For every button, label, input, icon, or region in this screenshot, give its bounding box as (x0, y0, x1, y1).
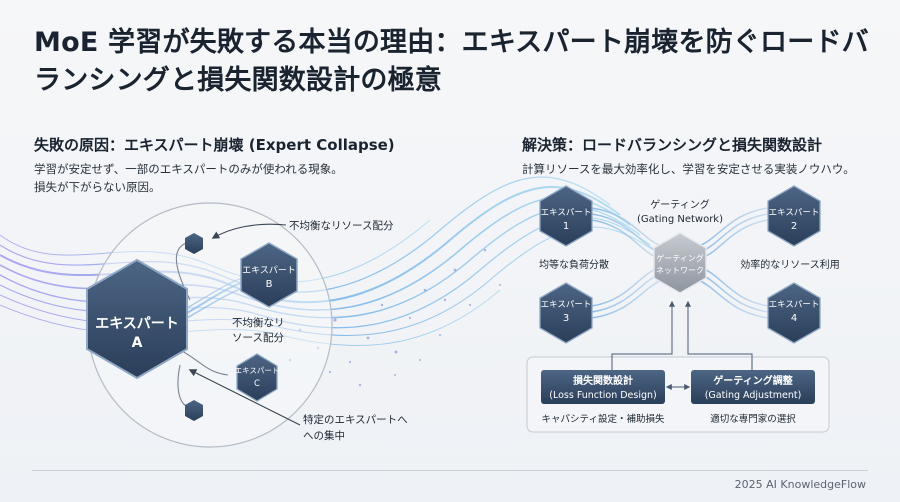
gating-adj-label-1: ゲーティング調整 (713, 374, 792, 387)
left-desc-line1: 学習が安定せず、一部のエキスパートのみが使われる現象。 (34, 162, 343, 176)
loss-box-label-2: (Loss Function Design) (549, 390, 657, 401)
expert-3-label-1: エキスパート (541, 300, 592, 310)
expert-c-label-1: エキスパート (235, 366, 280, 375)
idle-expert-top (185, 233, 203, 254)
loss-to-gating-arrow (611, 300, 675, 371)
callout-mid-text-1: 不均衡なリ (232, 317, 285, 329)
expert-b-node (240, 242, 298, 308)
expert-b-label-1: エキスパート (242, 265, 296, 276)
expert-c-node (236, 353, 278, 402)
expert-3-label-2: 3 (563, 313, 569, 324)
callout-top-arrow (211, 223, 287, 239)
connector-a-c (179, 349, 229, 376)
idle-expert-bottom (185, 400, 203, 421)
expert-4-node (767, 282, 821, 344)
expert-1-label-2: 1 (563, 221, 569, 232)
connector-a-small-bottom (177, 364, 187, 407)
gating-caption: 適切な専門家の選択 (710, 413, 796, 425)
footer-divider (32, 470, 868, 471)
expert-1-label-1: エキスパート (541, 208, 592, 218)
loss-box-label-1: 損失関数設計 (573, 374, 633, 387)
gating-adj-label-2: (Gating Adjustment) (705, 390, 802, 401)
expert-a-label-2: A (132, 335, 143, 351)
expert-2-node (767, 185, 821, 247)
expert-1-node (539, 185, 593, 247)
expert-3-node (539, 282, 593, 344)
expert-c-label-2: C (254, 379, 260, 389)
page-title: MoE 学習が失敗する本当の理由：エキスパート崩壊を防ぐロードバランシングと損失… (34, 27, 869, 96)
expert-a-label-1: エキスパート (95, 316, 179, 332)
adjust-to-gating-arrow (685, 300, 753, 371)
expert-2-label-1: エキスパート (769, 208, 820, 218)
callout-bottom-text-1: 特定のエキスパートへ (303, 413, 408, 426)
gating-label-2: (Gating Network) (637, 214, 723, 225)
gating-network-node (653, 232, 707, 294)
left-heading: 失敗の原因：エキスパート崩壊 (Expert Collapse) (34, 136, 395, 154)
gating-node-label-1: ゲーティング (656, 253, 704, 263)
efficient-usage-label: 効率的なリソース利用 (740, 258, 840, 271)
callout-top-text: 不均衡なリソース配分 (289, 220, 394, 232)
loss-function-box (541, 370, 665, 404)
gating-label-1: ゲーティング (650, 198, 709, 211)
expert-b-label-2: B (266, 279, 273, 290)
expert-2-label-2: 2 (791, 221, 797, 232)
expert-a-node (86, 258, 188, 380)
footer-credit: 2025 AI KnowledgeFlow (734, 478, 866, 491)
expert-4-label-1: エキスパート (769, 300, 820, 310)
right-desc: 計算リソースを最大効率化し、学習を安定させる実装ノウハウ。 (522, 162, 855, 176)
callout-bottom-text-2: への集中 (303, 429, 345, 442)
balanced-streams (591, 207, 769, 319)
left-desc-line2: 損失が下がらない原因。 (34, 180, 161, 194)
right-heading: 解決策：ロードバランシングと損失関数設計 (522, 136, 823, 154)
expert-4-label-2: 4 (791, 313, 797, 324)
balanced-load-label: 均等な負荷分散 (539, 258, 609, 271)
loss-caption: キャパシティ設定・補助損失 (542, 413, 665, 425)
callout-bottom-arrow (188, 369, 301, 426)
gating-adjustment-box (691, 370, 815, 404)
gating-node-label-2: ネットワーク (656, 266, 704, 275)
callout-mid-text-2: ソース配分 (232, 332, 284, 344)
